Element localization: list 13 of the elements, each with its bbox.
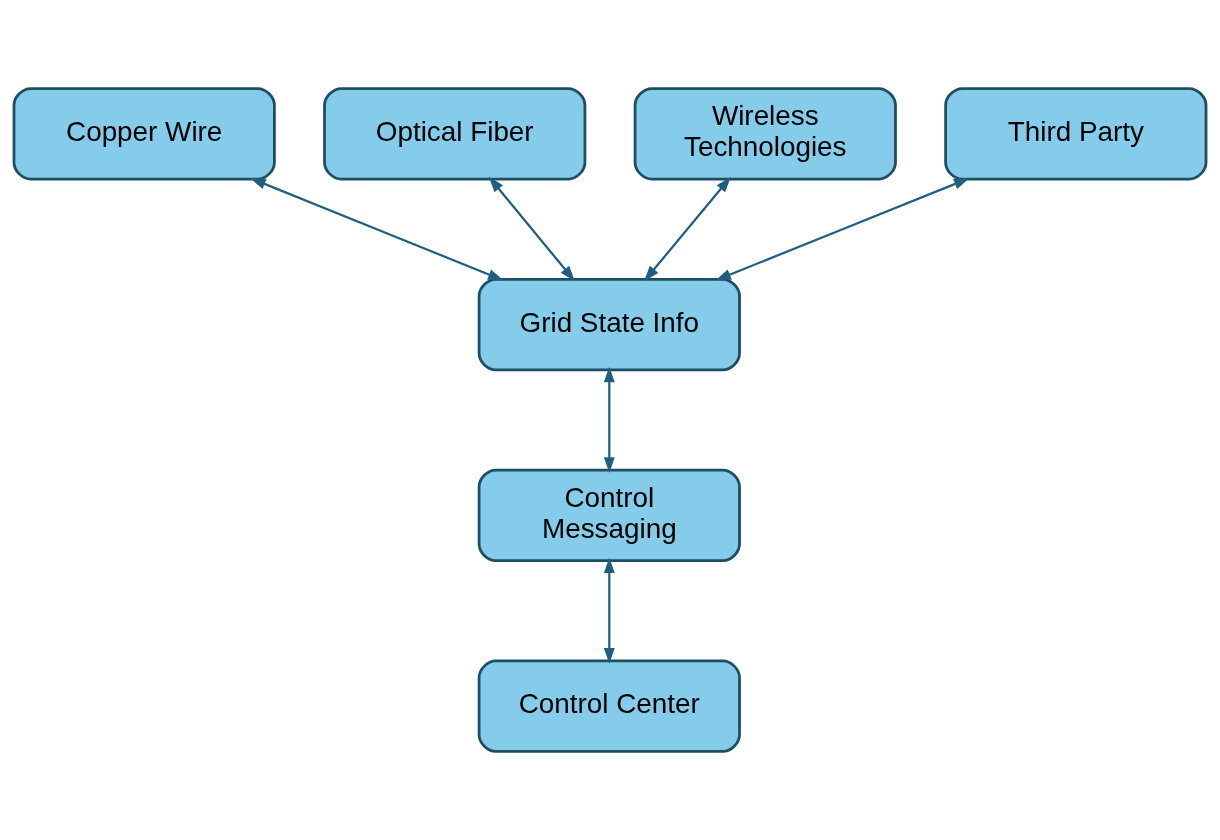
node-box: Control Messaging — [477, 468, 741, 563]
node-box: Wireless Technologies — [633, 87, 897, 181]
arrow — [644, 176, 731, 282]
arrow — [488, 176, 575, 282]
node-box: Control Center — [477, 659, 741, 753]
node-box: Copper Wire — [12, 87, 276, 181]
arrow — [250, 178, 504, 281]
node-box: Optical Fiber — [323, 87, 587, 181]
arrow — [715, 178, 970, 281]
node-box: Third Party — [944, 87, 1208, 181]
arrow — [603, 366, 615, 473]
arrow — [603, 557, 615, 664]
node-box: Grid State Info — [477, 277, 741, 372]
